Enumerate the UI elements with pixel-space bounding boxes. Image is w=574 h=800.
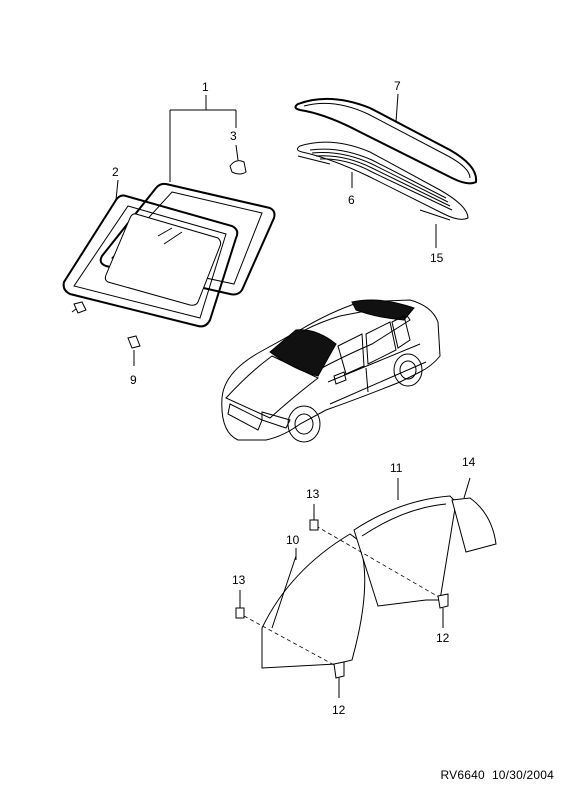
clip-part-12-rear <box>437 593 449 628</box>
callout-10: 10 <box>286 533 300 547</box>
car-illustration <box>221 299 441 443</box>
strip-part-15 <box>419 209 451 221</box>
car-windshield-highlight <box>269 329 337 377</box>
bolt-part-13-upper <box>309 504 319 531</box>
rear-seal-part-7 <box>294 97 478 185</box>
windshield-glass <box>104 213 222 306</box>
clip-part-12-front <box>333 661 345 698</box>
callout-7: 7 <box>394 79 401 93</box>
bolt-part-13-lower <box>235 590 245 619</box>
clip-part-9-upper <box>73 301 87 314</box>
quarter-glass-part-14 <box>451 497 497 553</box>
rear-glass-group <box>294 93 478 248</box>
car-rear-glass-highlight <box>351 299 415 321</box>
callout-11: 11 <box>390 461 403 475</box>
plug-part-3 <box>229 160 247 175</box>
windshield-moulding <box>99 182 276 296</box>
callout-3: 3 <box>230 129 237 143</box>
diagram-caption: RV6640 10/30/2004 <box>441 768 555 782</box>
callout-9: 9 <box>130 373 137 387</box>
clip-part-9 <box>127 335 141 349</box>
callout-13-upper: 13 <box>306 487 320 501</box>
door-glass-group <box>235 477 497 698</box>
callout-15: 15 <box>430 251 444 265</box>
callout-6: 6 <box>348 193 355 207</box>
windshield-group <box>62 95 276 366</box>
diagram-code: RV6640 <box>440 768 485 782</box>
rear-door-glass-part-11 <box>353 495 457 607</box>
callout-13-lower: 13 <box>232 573 246 587</box>
diagram-date: 10/30/2004 <box>491 768 554 782</box>
rear-glass-part-6 <box>296 141 469 220</box>
callout-2: 2 <box>112 165 119 179</box>
callout-12-front: 12 <box>332 703 346 717</box>
front-door-glass-part-10 <box>261 533 366 669</box>
callout-14: 14 <box>462 455 476 469</box>
callout-12-rear: 12 <box>436 631 450 645</box>
rear-defroster-lines <box>309 148 453 211</box>
callout-1: 1 <box>202 80 209 94</box>
windshield-weatherstrip <box>62 194 239 328</box>
